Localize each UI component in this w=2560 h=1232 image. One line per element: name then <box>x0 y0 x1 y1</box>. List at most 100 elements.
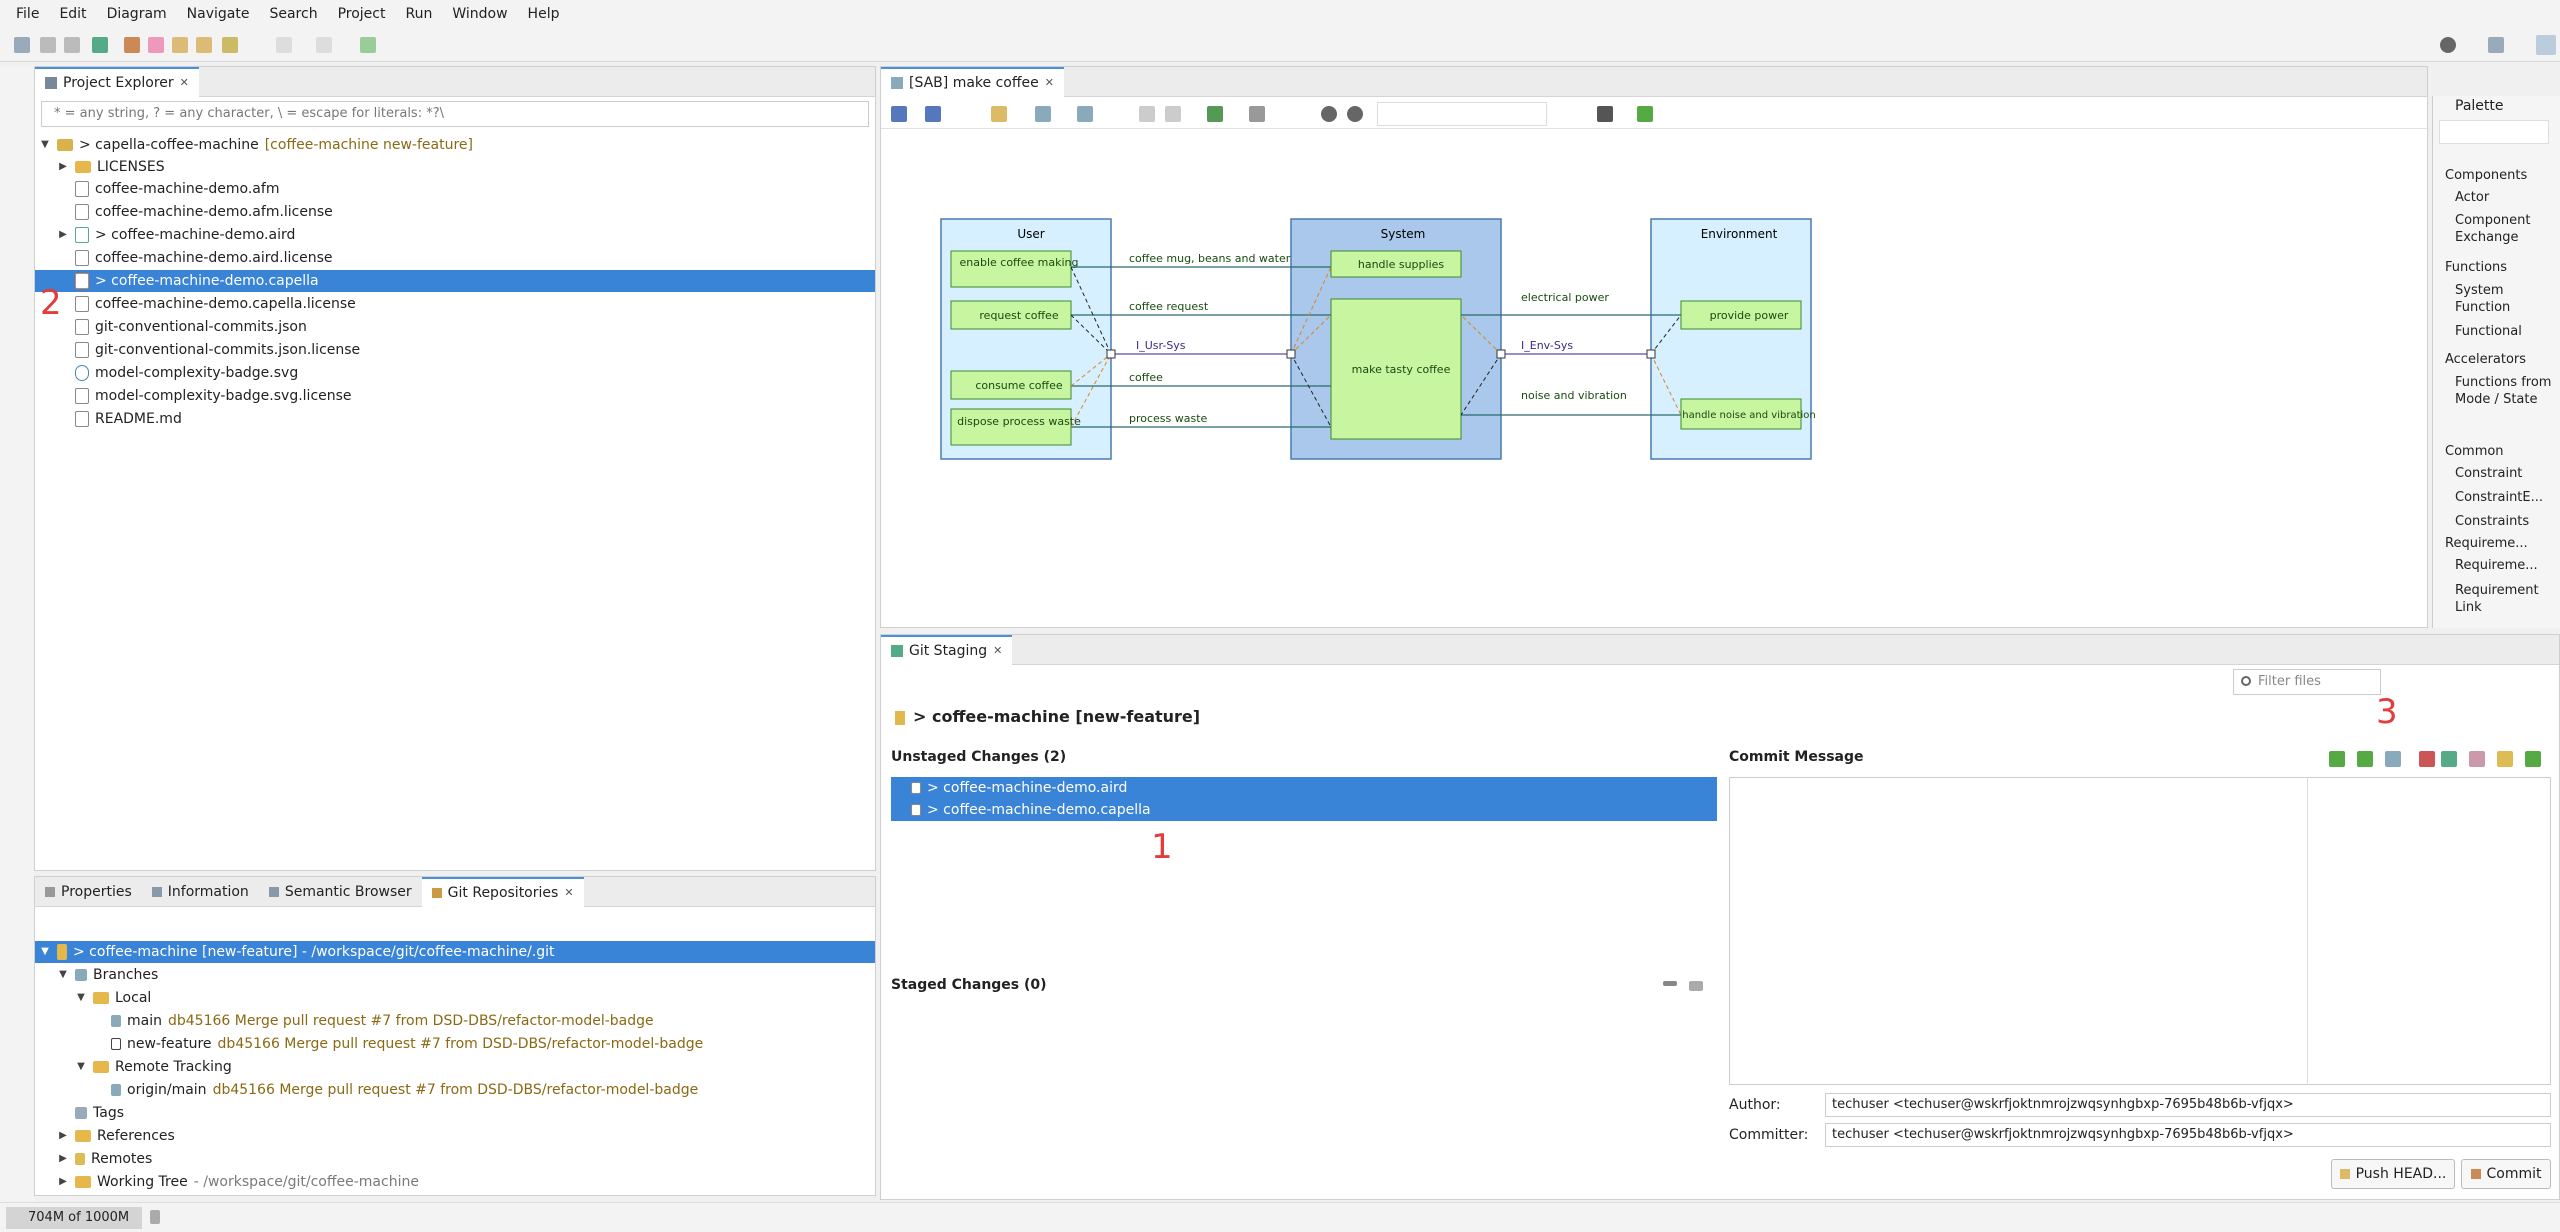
branch-origin-main[interactable]: origin/maindb45166 Merge pull request #7… <box>111 1079 698 1101</box>
export-icon[interactable] <box>196 37 212 53</box>
menu-file[interactable]: File <box>6 0 49 28</box>
heap-status[interactable]: 704M of 1000M <box>6 1207 142 1229</box>
menu-icon[interactable] <box>2536 35 2556 55</box>
amend-icon[interactable] <box>2441 751 2457 767</box>
port[interactable] <box>1287 350 1295 358</box>
change-id-icon[interactable] <box>2525 751 2541 767</box>
tree-working-tree[interactable]: ▶Working Tree- /workspace/git/coffee-mac… <box>57 1171 419 1193</box>
tree-item[interactable]: git-conventional-commits.json.license <box>75 339 360 361</box>
menu-window[interactable]: Window <box>442 0 517 28</box>
unstage-icon[interactable] <box>1663 981 1677 986</box>
menu-run[interactable]: Run <box>395 0 442 28</box>
menu-navigate[interactable]: Navigate <box>177 0 260 28</box>
palette-item-constraint[interactable]: Constraint <box>2455 466 2522 481</box>
tab-properties[interactable]: Properties <box>35 877 142 907</box>
filter-input[interactable]: * = any string, ? = any character, \ = e… <box>41 101 869 127</box>
zoom-fit-icon[interactable] <box>1207 106 1223 122</box>
palette-item-requirement[interactable]: Requireme... <box>2455 558 2538 573</box>
palette-item-constraint-element[interactable]: ConstraintE... <box>2455 490 2543 505</box>
arrange-icon[interactable] <box>1077 106 1093 122</box>
refresh-icon[interactable] <box>991 106 1007 122</box>
repo-root[interactable]: ▼> coffee-machine [new-feature] - /works… <box>35 941 875 963</box>
tab-semantic-browser[interactable]: Semantic Browser <box>259 877 422 907</box>
unstage-all-icon[interactable] <box>1689 981 1703 991</box>
menu-search[interactable]: Search <box>259 0 327 28</box>
sign-icon[interactable] <box>2497 751 2513 767</box>
tab-diagram[interactable]: [SAB] make coffee✕ <box>881 67 1064 97</box>
git-icon[interactable] <box>92 37 108 53</box>
palette-item-functional[interactable]: Functional <box>2455 324 2522 339</box>
chevron-right-icon[interactable]: ▶ <box>57 1125 69 1147</box>
tree-branches[interactable]: ▼Branches <box>57 964 158 986</box>
tree-item[interactable]: ▶> coffee-machine-demo.aird <box>57 224 295 246</box>
copy-format-icon[interactable] <box>1249 106 1265 122</box>
palette-section-components[interactable]: Components <box>2445 168 2527 183</box>
push-head-button[interactable]: Push HEAD... <box>2331 1159 2455 1189</box>
zoom-combo[interactable] <box>1377 102 1547 126</box>
chevron-down-icon[interactable]: ▼ <box>39 941 51 963</box>
chevron-right-icon[interactable]: ▶ <box>57 1148 69 1170</box>
save-icon[interactable] <box>40 37 56 53</box>
menu-diagram[interactable]: Diagram <box>97 0 177 28</box>
signoff-icon[interactable] <box>2469 751 2485 767</box>
palette-section-accelerators[interactable]: Accelerators <box>2445 352 2526 367</box>
tree-item[interactable]: git-conventional-commits.json <box>75 316 307 338</box>
stage-selected-icon[interactable] <box>2329 751 2345 767</box>
gc-icon[interactable] <box>150 1210 160 1224</box>
chevron-down-icon[interactable]: ▼ <box>75 1056 87 1078</box>
sort-icon[interactable] <box>2419 751 2435 767</box>
chevron-down-icon[interactable]: ▼ <box>75 987 87 1009</box>
palette-section-requirements[interactable]: Requireme... <box>2445 536 2528 551</box>
palette-item-requirement-link[interactable]: Requirement Link <box>2455 582 2555 616</box>
select-icon[interactable] <box>1035 106 1051 122</box>
tree-tags[interactable]: Tags <box>75 1102 124 1124</box>
forward-icon[interactable] <box>316 37 332 53</box>
open-perspective-icon[interactable] <box>360 37 376 53</box>
tree-item[interactable]: coffee-machine-demo.capella.license <box>75 293 356 315</box>
close-icon[interactable]: ✕ <box>1045 69 1054 97</box>
capella-icon[interactable] <box>124 37 140 53</box>
tab-git-repositories[interactable]: Git Repositories✕ <box>422 877 584 907</box>
filter-icon[interactable] <box>925 106 941 122</box>
unstaged-file[interactable]: > coffee-machine-demo.aird <box>911 777 1127 799</box>
tab-git-staging[interactable]: Git Staging✕ <box>881 635 1012 665</box>
tree-item[interactable]: README.md <box>75 408 182 430</box>
tree-item[interactable]: model-complexity-badge.svg.license <box>75 385 352 407</box>
port[interactable] <box>1497 350 1505 358</box>
palette-item-system-function[interactable]: System Function <box>2455 282 2555 316</box>
tree-item[interactable]: coffee-machine-demo.afm.license <box>75 201 333 223</box>
new-icon[interactable] <box>14 37 30 53</box>
zoom-in-icon[interactable] <box>1321 106 1337 122</box>
close-icon[interactable]: ✕ <box>993 637 1002 665</box>
port[interactable] <box>1647 350 1655 358</box>
port[interactable] <box>1107 350 1115 358</box>
palette-section-functions[interactable]: Functions <box>2445 260 2507 275</box>
layer-icon[interactable] <box>891 106 907 122</box>
filter-files-input[interactable]: Filter files <box>2233 669 2381 695</box>
close-icon[interactable]: ✕ <box>180 69 189 97</box>
zoom-out-icon[interactable] <box>1347 106 1363 122</box>
camera-icon[interactable] <box>1597 106 1613 122</box>
tree-item[interactable]: ▶LICENSES <box>57 156 165 178</box>
unstaged-file[interactable]: > coffee-machine-demo.capella <box>911 799 1151 821</box>
search-icon[interactable] <box>2440 37 2456 53</box>
tree-item-selected[interactable]: > coffee-machine-demo.capella <box>35 270 875 292</box>
tool-icon[interactable] <box>222 37 238 53</box>
save-all-icon[interactable] <box>64 37 80 53</box>
tree-local[interactable]: ▼Local <box>75 987 151 1009</box>
palette-section-common[interactable]: Common <box>2445 444 2504 459</box>
palette-item-actor[interactable]: Actor <box>2455 190 2489 205</box>
committer-field[interactable]: techuser <techuser@wskrfjoktnmrojzwqsynh… <box>1825 1123 2551 1147</box>
tree-item[interactable]: coffee-machine-demo.aird.license <box>75 247 333 269</box>
tree-item[interactable]: model-complexity-badge.svg <box>75 362 298 384</box>
stage-all-icon[interactable] <box>2357 751 2373 767</box>
model-icon[interactable] <box>148 37 164 53</box>
project-root[interactable]: ▼ > capella-coffee-machine [coffee-machi… <box>39 134 473 156</box>
commit-message-input[interactable] <box>1729 777 2551 1085</box>
tab-information[interactable]: Information <box>142 877 259 907</box>
back-icon[interactable] <box>276 37 292 53</box>
tree-remotes[interactable]: ▶Remotes <box>57 1148 152 1170</box>
import-icon[interactable] <box>172 37 188 53</box>
tab-project-explorer[interactable]: Project Explorer ✕ <box>35 67 199 97</box>
presentation-icon[interactable] <box>2385 751 2401 767</box>
